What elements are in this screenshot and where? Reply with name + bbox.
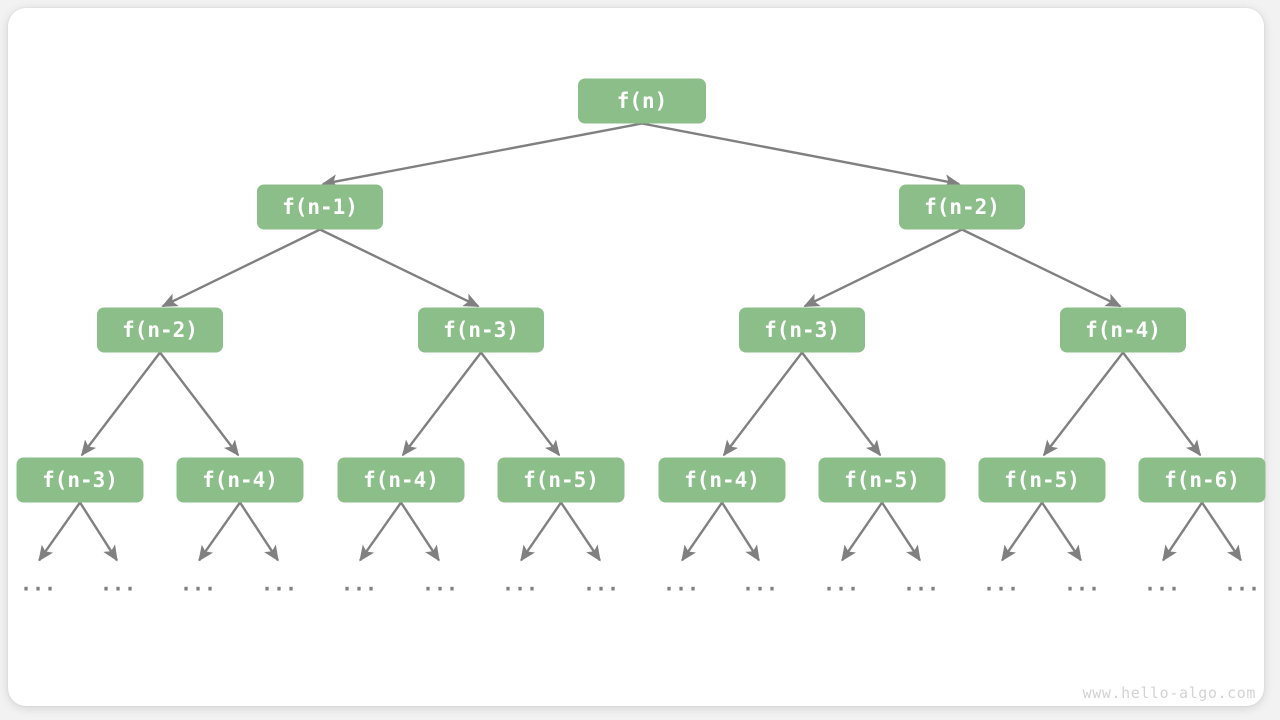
tree-node-box — [818, 457, 946, 503]
tree-node-label: f(n-4) — [684, 468, 760, 492]
tree-edge — [722, 351, 803, 457]
tree-node-label: f(n-2) — [924, 195, 1000, 219]
tree-node-box — [578, 78, 706, 124]
tree-node-label: f(n-4) — [363, 468, 439, 492]
leaf-ellipsis-label: ... — [100, 572, 136, 596]
tree-node-box — [497, 457, 625, 503]
leaf-ellipsis-label: ... — [20, 572, 56, 596]
tree-edge-leaf — [520, 501, 562, 562]
tree-node-label: f(n-4) — [202, 468, 278, 492]
tree-node: f(n-4) — [1060, 307, 1186, 353]
watermark-label: www.hello-algo.com — [1082, 684, 1256, 702]
tree-edge — [961, 228, 1122, 308]
tree-edge — [480, 351, 561, 457]
tree-node-box — [899, 184, 1025, 230]
leaf-ellipsis-label: ... — [180, 572, 216, 596]
leaf-ellipsis-label: ... — [341, 572, 377, 596]
tree-edge-leaf — [720, 501, 760, 562]
tree-edge — [803, 228, 963, 308]
tree-node-box — [1138, 457, 1266, 503]
tree-node-label: f(n-5) — [523, 468, 599, 492]
tree-edge-leaf — [1041, 501, 1082, 562]
tree-edge-leaf — [399, 501, 440, 562]
tree-node-box — [257, 184, 383, 230]
tree-edge — [161, 228, 321, 308]
leaf-ellipsis-label: ... — [663, 572, 699, 596]
tree-node-box — [16, 457, 144, 503]
nodes-layer: f(n) f(n-1) f(n-2) f(n-2) f(n-3) f(n-3) f(n-4)… — [16, 78, 1266, 503]
leaf-ellipsis-label: ... — [823, 572, 859, 596]
tree-edge — [1122, 351, 1202, 457]
leaf-ellipsis-label: ... — [983, 572, 1019, 596]
tree-edge-leaf — [560, 501, 601, 562]
tree-node: f(n-3) — [16, 457, 144, 503]
tree-node-label: f(n-3) — [764, 318, 840, 342]
tree-node: f(n-5) — [497, 457, 625, 503]
tree-node-label: f(n-2) — [122, 318, 198, 342]
tree-node: f(n-1) — [257, 184, 383, 230]
tree-edge-leaf — [238, 501, 279, 562]
tree-node-label: f(n-5) — [844, 468, 920, 492]
leaf-ellipsis-label: ... — [742, 572, 778, 596]
tree-node: f(n) — [578, 78, 706, 124]
leaf-ellipsis-label: ... — [1144, 572, 1180, 596]
tree-node-box — [418, 307, 544, 353]
tree-node-label: f(n) — [617, 89, 668, 113]
tree-node-label: f(n-4) — [1085, 318, 1161, 342]
edges-layer — [38, 122, 1242, 562]
tree-node: f(n-4) — [337, 457, 465, 503]
tree-edge-leaf — [681, 501, 723, 562]
tree-edge — [321, 122, 643, 189]
tree-node: f(n-5) — [978, 457, 1106, 503]
tree-edge-leaf — [198, 501, 241, 562]
tree-node-box — [1060, 307, 1186, 353]
tree-node-box — [97, 307, 223, 353]
tree-node-box — [739, 307, 865, 353]
tree-node-box — [658, 457, 786, 503]
tree-node: f(n-2) — [97, 307, 223, 353]
leaf-ellipsis-label: ... — [1224, 572, 1260, 596]
tree-edge — [641, 122, 961, 189]
leaf-ellipsis-label: ... — [261, 572, 297, 596]
tree-edge — [801, 351, 882, 457]
tree-node: f(n-4) — [176, 457, 304, 503]
tree-node-label: f(n-3) — [443, 318, 519, 342]
tree-node-label: f(n-1) — [282, 195, 358, 219]
tree-node-label: f(n-6) — [1164, 468, 1240, 492]
tree-node: f(n-3) — [418, 307, 544, 353]
tree-edge-leaf — [1201, 501, 1242, 562]
tree-edge-leaf — [880, 501, 921, 562]
tree-edge — [159, 351, 240, 457]
tree-edge-leaf — [78, 501, 118, 562]
tree-node: f(n-2) — [899, 184, 1025, 230]
tree-node-label: f(n-3) — [42, 468, 118, 492]
tree-edge — [80, 351, 161, 457]
tree-edge — [401, 351, 482, 457]
tree-node: f(n-6) — [1138, 457, 1266, 503]
leaf-ellipsis-label: ... — [422, 572, 458, 596]
tree-edge-leaf — [38, 501, 81, 562]
leaf-ellipsis-label: ... — [903, 572, 939, 596]
tree-node-box — [176, 457, 304, 503]
leaf-ellipsis-label: ... — [583, 572, 619, 596]
tree-node-label: f(n-5) — [1004, 468, 1080, 492]
leaf-ellipsis-layer: ........................................… — [20, 572, 1260, 596]
leaf-ellipsis-label: ... — [1064, 572, 1100, 596]
tree-node-box — [978, 457, 1106, 503]
tree-edge-leaf — [359, 501, 402, 562]
tree-edge-leaf — [841, 501, 883, 562]
tree-node: f(n-5) — [818, 457, 946, 503]
tree-node: f(n-3) — [739, 307, 865, 353]
tree-edge — [319, 228, 480, 308]
tree-node: f(n-4) — [658, 457, 786, 503]
tree-edge-leaf — [1001, 501, 1043, 562]
tree-edge-leaf — [1162, 501, 1203, 562]
leaf-ellipsis-label: ... — [502, 572, 538, 596]
tree-node-box — [337, 457, 465, 503]
tree-edge — [1042, 351, 1124, 457]
